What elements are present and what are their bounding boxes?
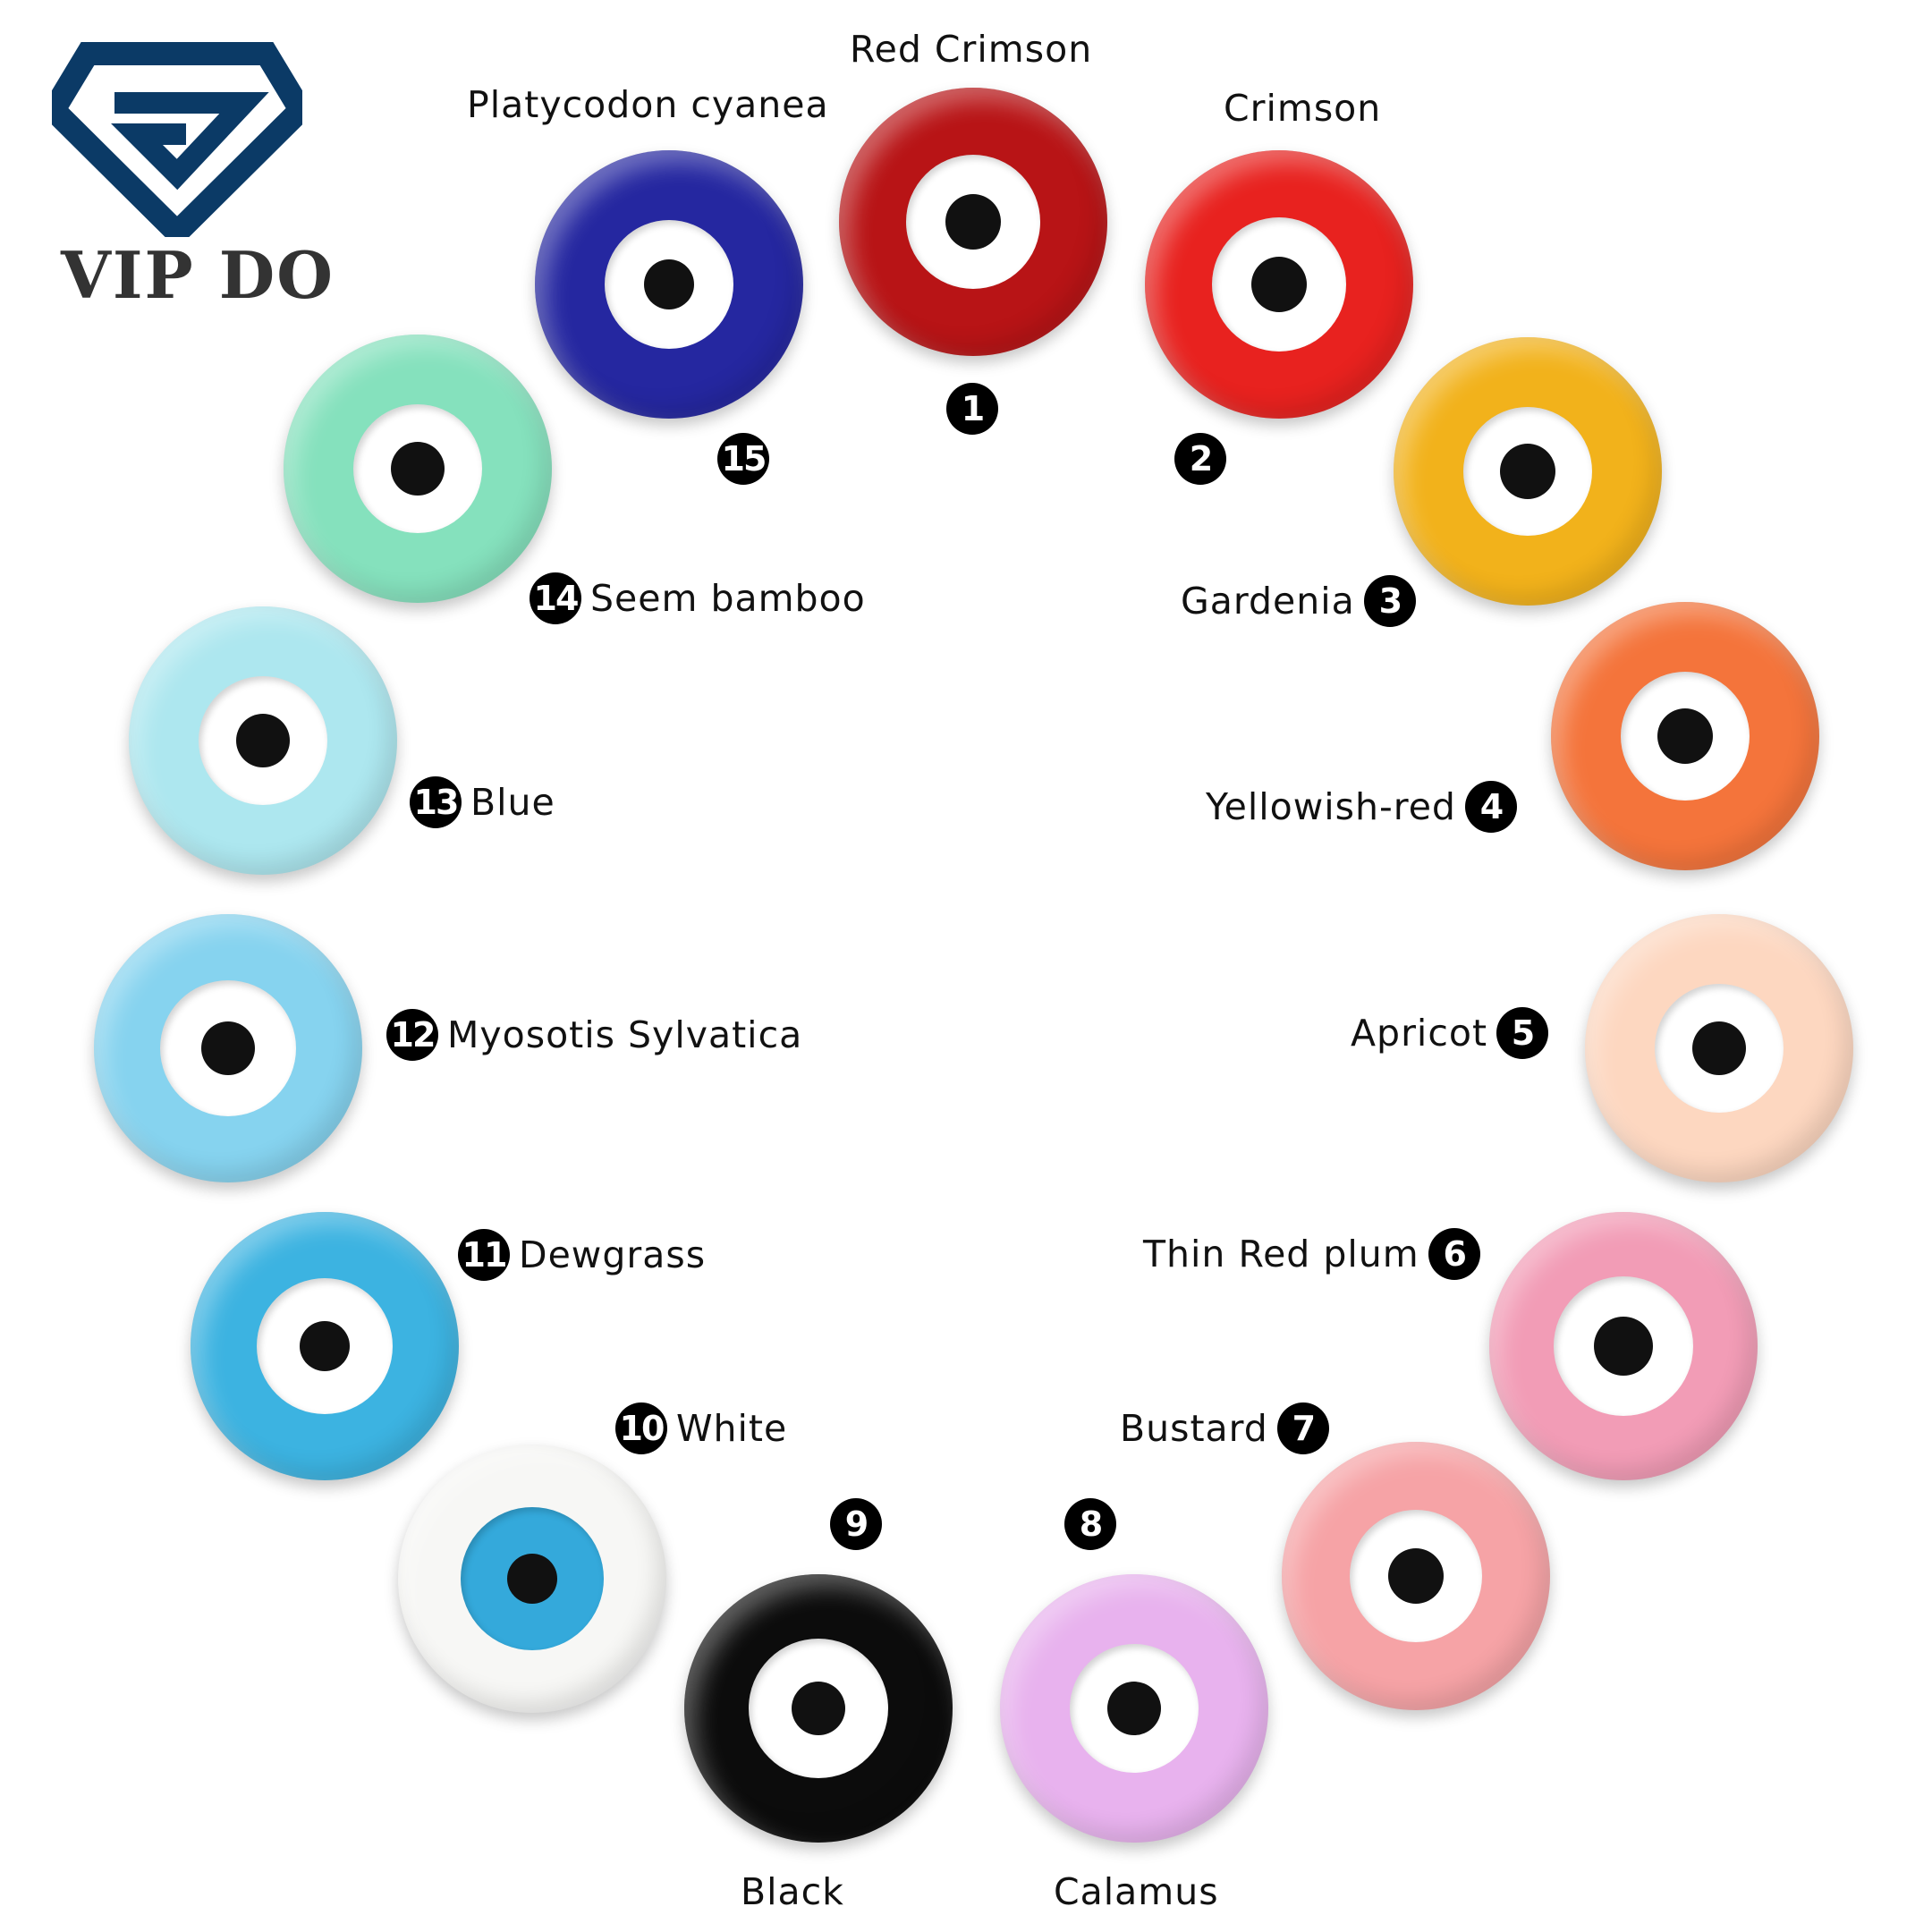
color-name: White — [676, 1406, 788, 1450]
bead-pupil — [1594, 1317, 1653, 1376]
bead-apricot — [1585, 914, 1853, 1182]
number-badge: 9 — [830, 1498, 882, 1550]
logo-diamond-outline — [52, 42, 302, 237]
bead-thin-red-plum — [1489, 1212, 1758, 1480]
number-badge: 13 — [410, 776, 462, 828]
color-label: Crimson — [1224, 86, 1381, 131]
color-label: Black — [741, 1869, 844, 1914]
number-badge: 2 — [1174, 433, 1226, 485]
logo-inner-mark — [111, 92, 269, 191]
bead-pupil — [792, 1682, 845, 1735]
bead-bustard — [1282, 1442, 1550, 1710]
color-name: Dewgrass — [519, 1233, 707, 1276]
number-badge: 15 — [717, 433, 769, 485]
color-name: Black — [741, 1869, 844, 1913]
number-badge: 5 — [1496, 1007, 1549, 1059]
bead-gardenia — [1394, 337, 1662, 606]
bead-pupil — [236, 714, 290, 767]
number-badge: 3 — [1363, 575, 1416, 627]
color-name: Red Crimson — [850, 27, 1093, 71]
brand-name: VIP DO — [61, 237, 335, 313]
number-badge: 11 — [458, 1229, 510, 1281]
number-badge: 7 — [1276, 1402, 1329, 1454]
color-name: Myosotis Sylvatica — [447, 1013, 803, 1056]
color-name: Blue — [470, 780, 555, 824]
bead-pupil — [1251, 257, 1307, 312]
bead-blue — [129, 606, 397, 875]
number-badge: 8 — [1064, 1498, 1116, 1550]
bead-pupil — [945, 194, 1001, 250]
bead-pupil — [1500, 444, 1555, 499]
color-name: Crimson — [1224, 86, 1382, 130]
bead-white — [398, 1445, 666, 1713]
bead-pupil — [391, 442, 445, 496]
number-badge: 12 — [386, 1009, 438, 1061]
bead-crimson — [1145, 150, 1413, 419]
color-name: Bustard — [1120, 1406, 1268, 1450]
color-name: Apricot — [1351, 1011, 1488, 1055]
bead-pupil — [300, 1321, 350, 1371]
color-name: Yellowish-red — [1206, 784, 1456, 828]
color-label: Platycodon cyanea — [467, 82, 829, 127]
number-badge: 6 — [1428, 1228, 1480, 1280]
bead-seem-bamboo — [284, 335, 552, 603]
bead-pupil — [507, 1554, 557, 1604]
number-badge: 1 — [946, 383, 998, 435]
bead-platycodon-cyanea — [535, 150, 803, 419]
color-name: Thin Red plum — [1143, 1232, 1419, 1275]
bead-yellowish-red — [1551, 602, 1819, 870]
number-badge: 4 — [1464, 781, 1517, 833]
bead-pupil — [1388, 1548, 1444, 1604]
color-name: Platycodon cyanea — [467, 82, 829, 126]
diamond-logo-icon — [52, 42, 302, 237]
color-name: Seem bamboo — [590, 576, 866, 620]
color-name: Calamus — [1054, 1869, 1219, 1913]
bead-dewgrass — [191, 1212, 459, 1480]
number-badge: 14 — [530, 572, 581, 624]
bead-pupil — [1657, 708, 1713, 764]
color-name: Gardenia — [1181, 579, 1355, 623]
bead-calamus — [1000, 1574, 1268, 1843]
number-badge: 10 — [615, 1402, 667, 1454]
bead-myosotis-sylvatica — [94, 914, 362, 1182]
bead-pupil — [201, 1021, 255, 1075]
bead-red-crimson — [839, 88, 1107, 356]
color-label: Red Crimson — [850, 27, 1092, 72]
brand-logo: VIP DO — [52, 40, 333, 313]
bead-black — [684, 1574, 953, 1843]
color-label: Calamus — [1054, 1869, 1219, 1914]
bead-pupil — [1692, 1021, 1746, 1075]
bead-pupil — [644, 259, 694, 309]
bead-pupil — [1107, 1682, 1161, 1735]
